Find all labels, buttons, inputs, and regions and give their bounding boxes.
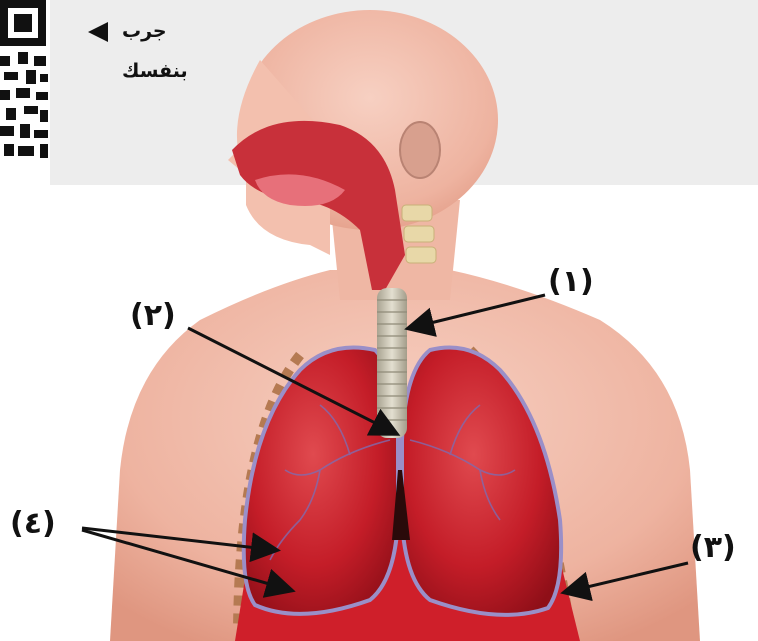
qr-code-icon [0,0,48,158]
label-3: (٣) [690,530,736,565]
label-2: (٢) [130,298,176,333]
hint-line-2: بنفسك [122,60,188,82]
label-1: (١) [548,264,594,299]
cervical-vertebrae [402,205,436,263]
ear [400,122,440,178]
label-4: (٤) [10,506,56,541]
trachea [377,288,407,438]
hint-line-1: جرب [122,20,167,42]
